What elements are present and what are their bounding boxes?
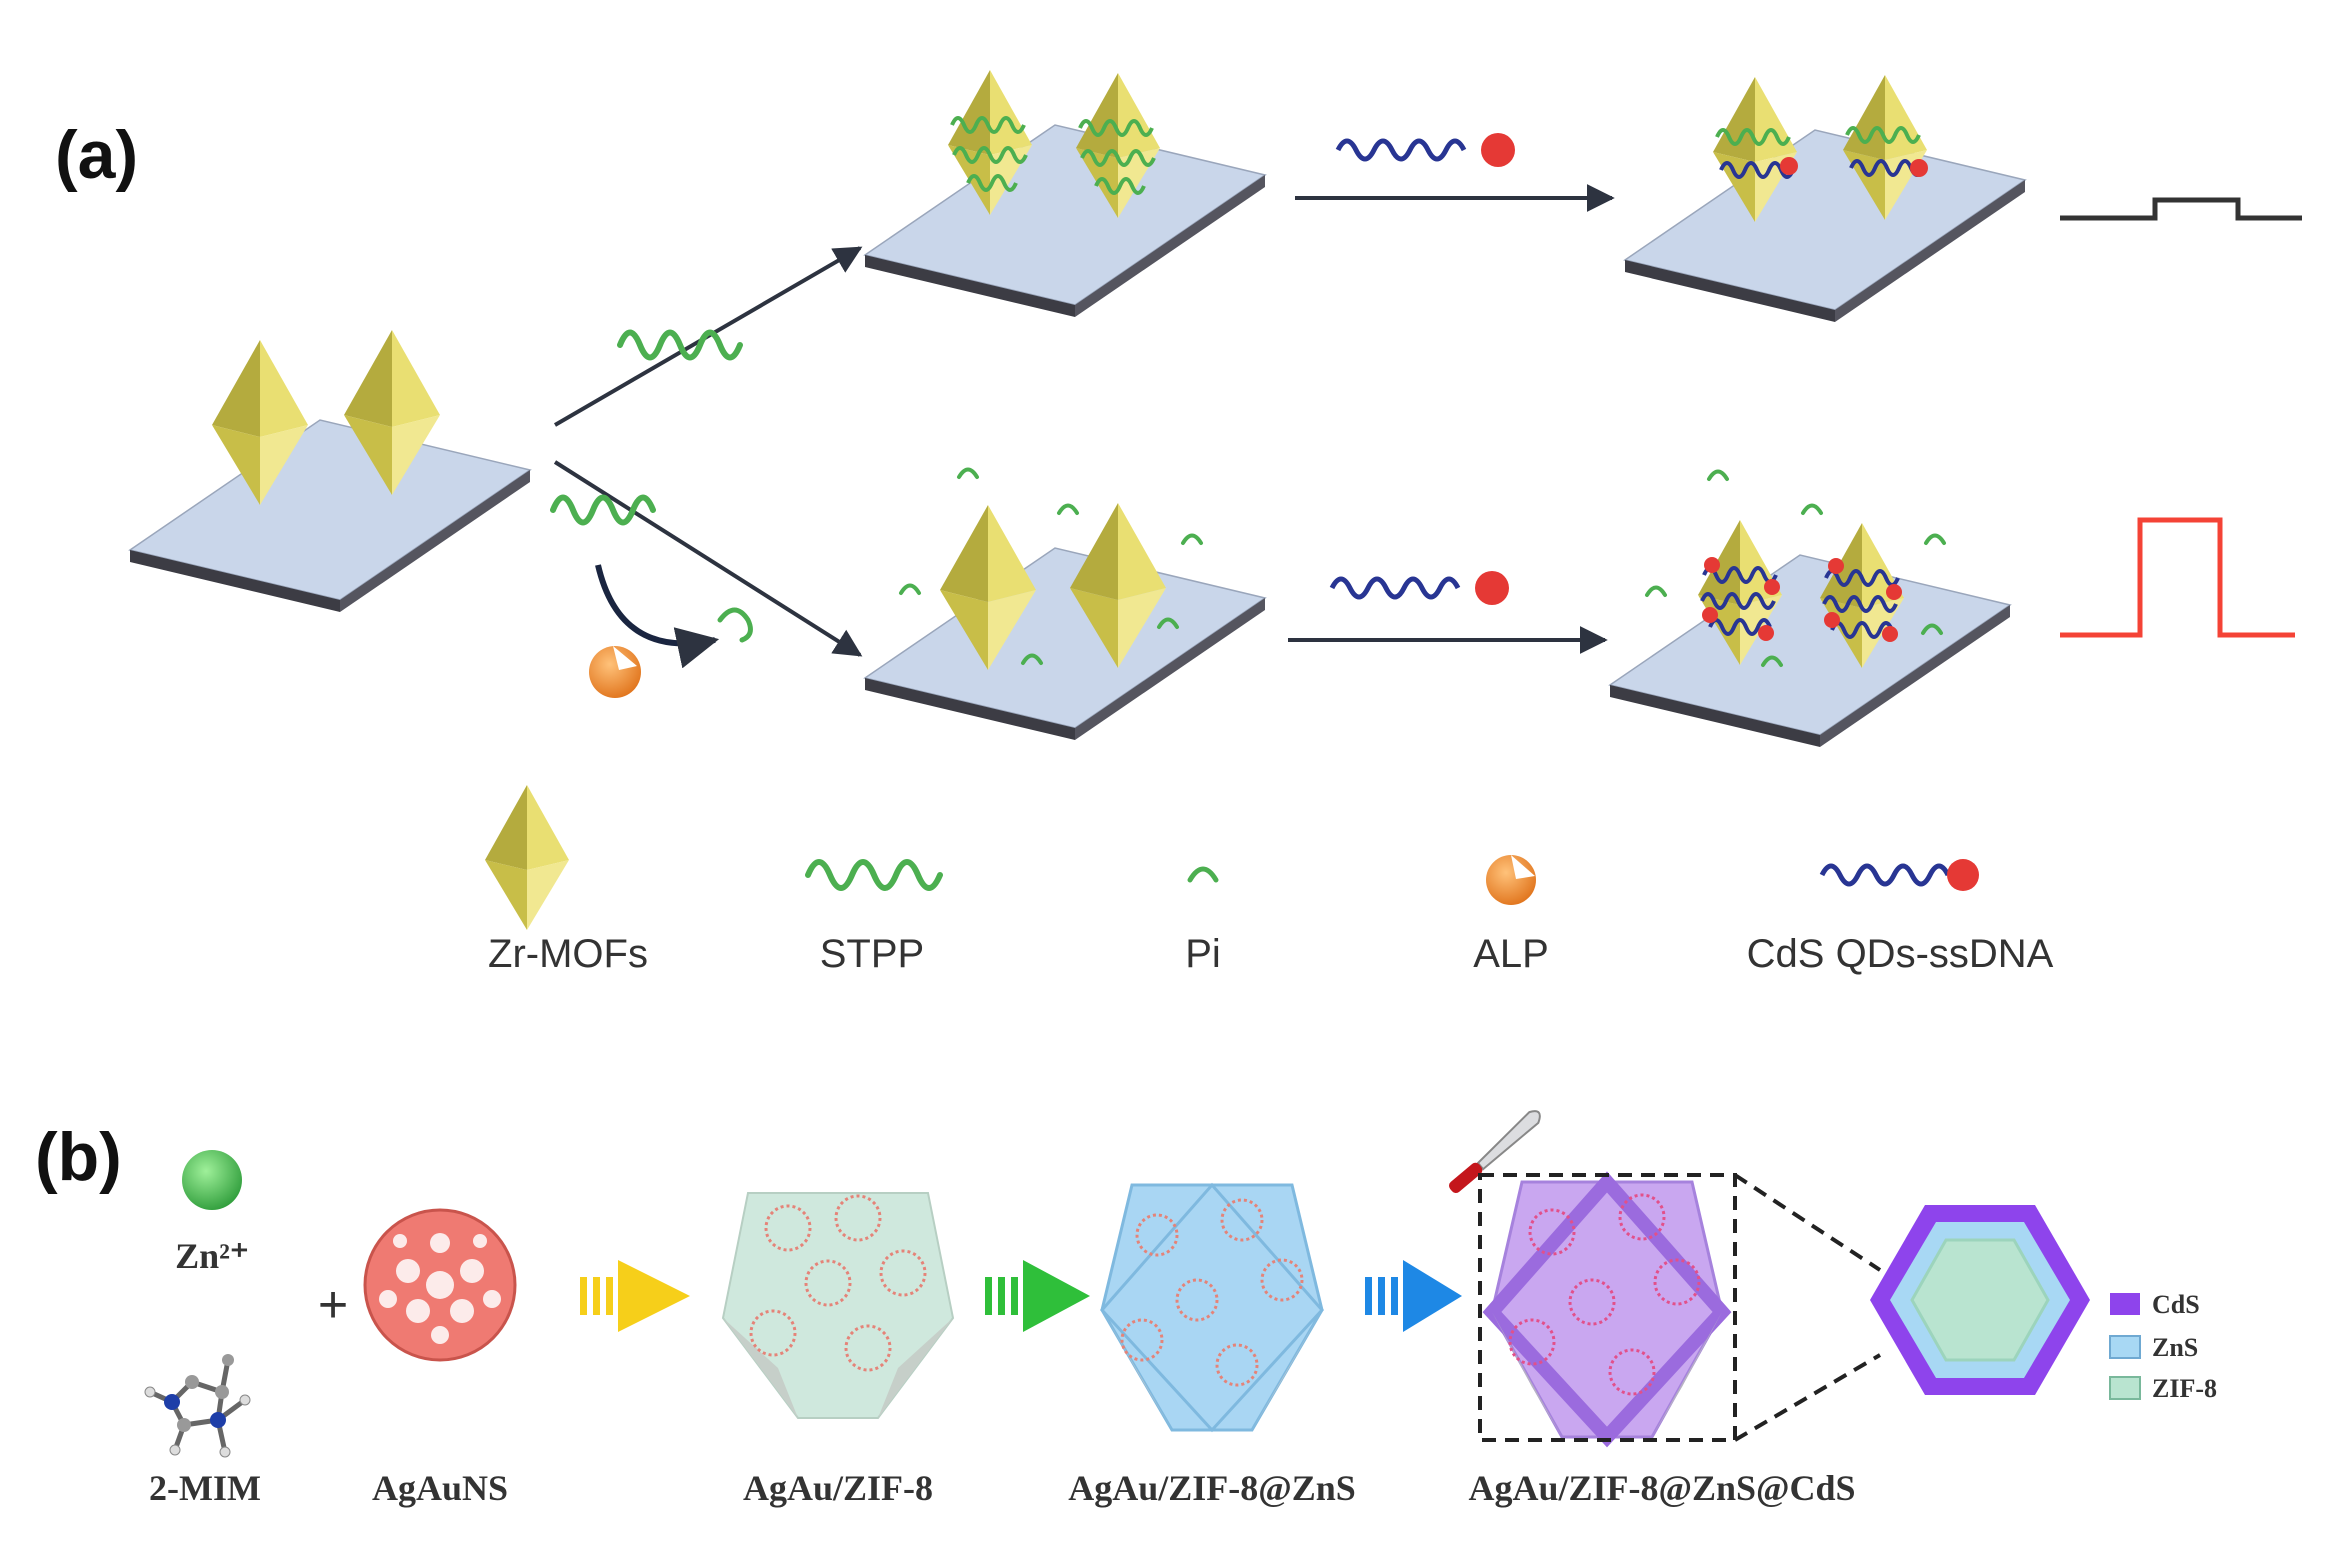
signal-low [2060, 197, 2302, 221]
electrode-hydrolyzed [864, 547, 1266, 741]
stpp-chain [617, 329, 743, 361]
electrode-stpp [864, 124, 1266, 318]
agau-zif8-zns-cds-label: AgAu/ZIF-8@ZnS@CdS [1468, 1468, 1855, 1508]
arrow-blue [1365, 1260, 1462, 1332]
legend-stpp: STPP [820, 932, 924, 976]
alp-cycle-arrow [595, 564, 720, 669]
electrode-high-signal [1609, 554, 2011, 748]
panel-label-b: (b) [35, 1119, 122, 1195]
mof-probe-loaded [1698, 520, 1782, 665]
mof-stpp-probe [1843, 75, 1928, 220]
mof-stpp-probe [1713, 77, 1798, 222]
legend-cds-qds-ssdna-icon [1819, 859, 1979, 891]
mof-with-stpp [1076, 73, 1160, 218]
legend-zr-mofs: Zr-MOFs [488, 932, 648, 976]
arrow-lower-branch [553, 460, 863, 657]
panel-label-a: (a) [55, 117, 138, 193]
mim-molecule-icon [144, 1354, 251, 1458]
cds-qd-probe [1329, 571, 1509, 605]
arrow-green [985, 1260, 1090, 1332]
mof-probe-loaded [1820, 523, 1904, 668]
zn-ion-label: Zn²⁺ [175, 1236, 249, 1276]
cross-section-hexagon [1870, 1205, 2090, 1395]
mim-label: 2-MIM [149, 1468, 261, 1508]
legend-pi: Pi [1185, 932, 1221, 976]
legend-alp: ALP [1473, 932, 1549, 976]
knife-icon [1449, 1110, 1541, 1194]
electrode-initial [129, 419, 531, 613]
agauns-nanocage [363, 1208, 517, 1362]
legend-zns-label: ZnS [2152, 1333, 2198, 1362]
electrode-low-signal [1624, 129, 2026, 323]
legend-zif8-swatch [2109, 1376, 2141, 1400]
stpp-chain [550, 494, 656, 526]
zoom-box [1478, 1173, 1737, 1442]
plus-sign: + [318, 1276, 348, 1334]
agau-zif8-zns-cds-crystal [1482, 1171, 1732, 1448]
legend-zr-mofs-icon [485, 785, 569, 930]
arrow-yellow [580, 1260, 690, 1332]
legend-cds-label: CdS [2152, 1290, 2200, 1319]
zn-ion-sphere [182, 1150, 242, 1210]
agau-zif8-zns-crystal [1099, 1182, 1325, 1433]
legend-zif8-label: ZIF-8 [2152, 1374, 2217, 1403]
agau-zif8-zns-label: AgAu/ZIF-8@ZnS [1068, 1468, 1356, 1508]
pi-fragment [717, 607, 753, 643]
agauns-label: AgAuNS [372, 1468, 508, 1508]
legend-alp-icon [1486, 855, 1536, 905]
legend-zns-swatch [2109, 1335, 2141, 1359]
legend-pi-icon [1187, 866, 1219, 883]
zoom-line-top [1733, 1173, 1882, 1272]
alp-enzyme [589, 646, 641, 698]
agau-zif8-crystal [721, 1192, 955, 1419]
legend-cds-qds-ssdna: CdS QDs-ssDNA [1747, 932, 2054, 976]
cds-qd-probe [1335, 133, 1515, 167]
zoom-line-bottom [1733, 1353, 1882, 1442]
legend-cds-swatch [2110, 1293, 2140, 1315]
agau-zif8-label: AgAu/ZIF-8 [743, 1468, 933, 1508]
legend-stpp-icon [805, 859, 943, 891]
signal-high [2060, 517, 2295, 638]
mof-with-stpp [948, 70, 1032, 215]
